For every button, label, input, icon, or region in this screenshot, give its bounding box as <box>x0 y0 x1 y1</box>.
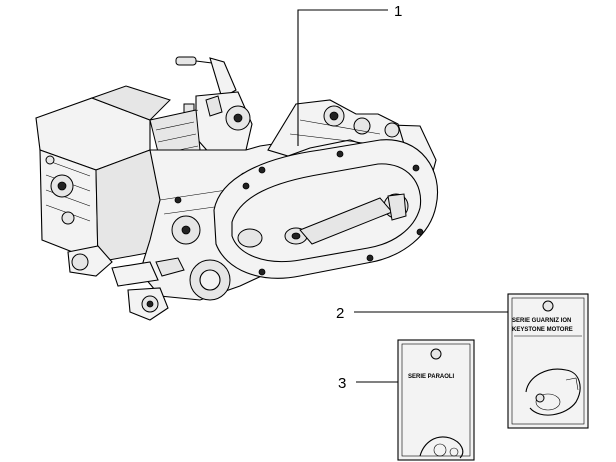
engine-assembly <box>35 56 438 321</box>
callout-3: 3 <box>338 375 398 392</box>
callout-2: 2 <box>336 305 508 322</box>
oil-seal-kit-label: SERIE PARAOLI <box>408 374 455 380</box>
callout-1-label: 1 <box>394 3 402 20</box>
callout-3-label: 3 <box>338 375 346 392</box>
brand-logo-icon <box>430 348 442 360</box>
callout-1: 1 <box>297 3 402 146</box>
gasket-kit-label-line1: SERIE GUARNIZ ION <box>512 318 571 324</box>
callout-2-label: 2 <box>336 305 344 322</box>
transmission-cover <box>213 139 438 279</box>
gasket-kit-label-line2: KEYSTONE MOTORE <box>512 327 573 333</box>
brand-logo-icon <box>542 300 554 312</box>
oil-seal-kit-card: SERIE PARAOLI <box>397 339 475 461</box>
lower-mounts <box>67 245 185 321</box>
gasket-kit-card: SERIE GUARNIZ ION KEYSTONE MOTORE <box>507 293 589 429</box>
cylinder-shroud <box>35 85 171 263</box>
